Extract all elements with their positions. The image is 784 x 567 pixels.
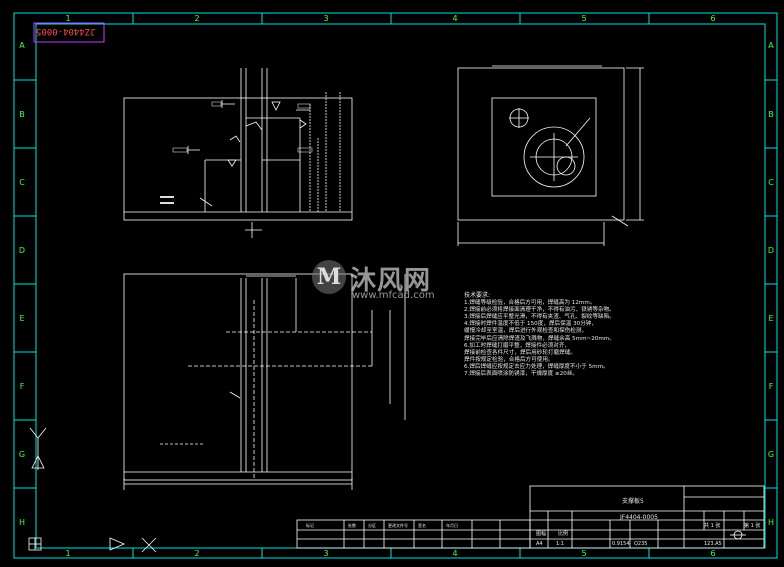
zone-number: 2 bbox=[194, 14, 199, 23]
part-name: 支撑板5 bbox=[622, 497, 644, 505]
notes-line: 6.加工时焊缝打磨平整，焊接件必须对齐， bbox=[464, 342, 571, 349]
zone-letter: A bbox=[768, 41, 774, 50]
front-view bbox=[123, 68, 353, 238]
zone-labels: 1 2 3 4 5 6 1 2 3 4 5 6 A B C D E F G H … bbox=[19, 14, 774, 558]
zone-number: 6 bbox=[710, 549, 715, 558]
drawing-code-stamp: JZ4404-0005 bbox=[36, 26, 96, 36]
zone-number: 6 bbox=[710, 14, 715, 23]
drawing-number: JF4404-0005 bbox=[619, 514, 658, 521]
zone-number: 1 bbox=[65, 549, 70, 558]
front-view-labels bbox=[160, 101, 313, 204]
zone-number: 5 bbox=[581, 14, 586, 23]
scale-value: 1:1 bbox=[556, 541, 564, 547]
zone-number: 3 bbox=[323, 549, 328, 558]
technical-notes: 技术要求: 1.焊缝等级检验，合格后方可用，焊缝高为 12mm。 2.焊接前必须… bbox=[464, 292, 694, 378]
stamp-box bbox=[33, 22, 105, 43]
title-block-text: 支撑板5 JF4404-0005 图幅 比例 A4 1:1 0.9154 Q23… bbox=[306, 497, 760, 547]
zone-letter: B bbox=[768, 110, 774, 119]
notes-line: 焊件按规定检验，合格后方可使用。 bbox=[464, 356, 554, 363]
zone-number: 2 bbox=[194, 549, 199, 558]
watermark: M 沐风网 www.mfcad.com bbox=[312, 260, 482, 310]
notes-line: 焊接完毕后应清除焊渣及飞溅物，焊缝余高 5mm~20mm。 bbox=[464, 335, 615, 342]
zone-letter: H bbox=[768, 518, 774, 527]
notes-title: 技术要求: bbox=[464, 292, 491, 299]
zone-letter: B bbox=[19, 110, 25, 119]
zone-number: 4 bbox=[452, 14, 457, 23]
code-value: 123.A5 bbox=[704, 541, 722, 547]
zone-number: 5 bbox=[581, 549, 586, 558]
zone-letter: G bbox=[768, 450, 774, 459]
material-value: Q235 bbox=[634, 541, 647, 547]
side-view bbox=[457, 65, 644, 246]
sheet-page: 第 1 张 bbox=[744, 522, 760, 529]
zone-letter: E bbox=[768, 314, 773, 323]
outer-border bbox=[13, 12, 778, 559]
zone-number: 4 bbox=[452, 549, 457, 558]
zone-ticks bbox=[14, 13, 777, 558]
sheet-count: 共 1 张 bbox=[704, 522, 720, 529]
revision-header: 年月日 bbox=[446, 522, 458, 528]
watermark-site-name: 沐风网 bbox=[350, 266, 432, 296]
revision-header: 签名 bbox=[418, 522, 426, 528]
revision-header: 处数 bbox=[348, 522, 356, 528]
zone-letter: D bbox=[19, 246, 25, 255]
scale-label: 比例 bbox=[558, 530, 568, 537]
zone-number: 3 bbox=[323, 14, 328, 23]
notes-line: 7.焊接后表面喷涂防锈漆，干燥厚度 ≥20丝。 bbox=[464, 371, 579, 378]
title-block bbox=[296, 485, 765, 549]
zone-letter: A bbox=[19, 41, 25, 50]
zone-number: 1 bbox=[65, 14, 70, 23]
format-label: 图幅 bbox=[536, 530, 546, 537]
watermark-url: www.mfcad.com bbox=[352, 290, 435, 301]
projection-symbols bbox=[28, 427, 746, 553]
notes-line: 3.焊接后焊缝应平整光滑，不得有夹渣、气孔、裂纹等缺陷。 bbox=[464, 314, 615, 321]
zone-letter: F bbox=[769, 382, 774, 391]
revision-header: 分区 bbox=[368, 522, 376, 528]
notes-line: 缓慢冷却至室温，焊后进行外观检查和探伤检测， bbox=[464, 328, 588, 335]
notes-line: 6.焊后焊缝应按规定去应力处理，焊缝厚度不小于 5mm。 bbox=[464, 363, 609, 370]
revision-header: 更改文件号 bbox=[388, 522, 408, 528]
revision-header: 标记 bbox=[306, 522, 314, 528]
zone-letter: E bbox=[19, 314, 24, 323]
zone-letter: C bbox=[768, 178, 774, 187]
notes-line: 焊接前检查各件尺寸，焊后用砂轮打磨焊缝。 bbox=[464, 349, 576, 356]
bottom-view bbox=[123, 273, 406, 490]
format-value: A4 bbox=[536, 541, 543, 547]
zone-letter: C bbox=[19, 178, 25, 187]
watermark-logo: M bbox=[312, 260, 346, 294]
zone-letter: D bbox=[768, 246, 774, 255]
zone-letter: G bbox=[19, 450, 25, 459]
zone-letter: F bbox=[20, 382, 25, 391]
zone-letter: H bbox=[19, 518, 25, 527]
notes-line: 2.焊接前必须将焊接面清理干净，不得有油污、铁锈等杂物。 bbox=[464, 307, 615, 314]
notes-line: 4.焊接时焊件温度不低于 150度，焊后保温 30分钟， bbox=[464, 321, 597, 328]
weight-value: 0.9154 bbox=[612, 541, 630, 547]
notes-line: 1.焊缝等级检验，合格后方可用，焊缝高为 12mm。 bbox=[464, 300, 596, 307]
